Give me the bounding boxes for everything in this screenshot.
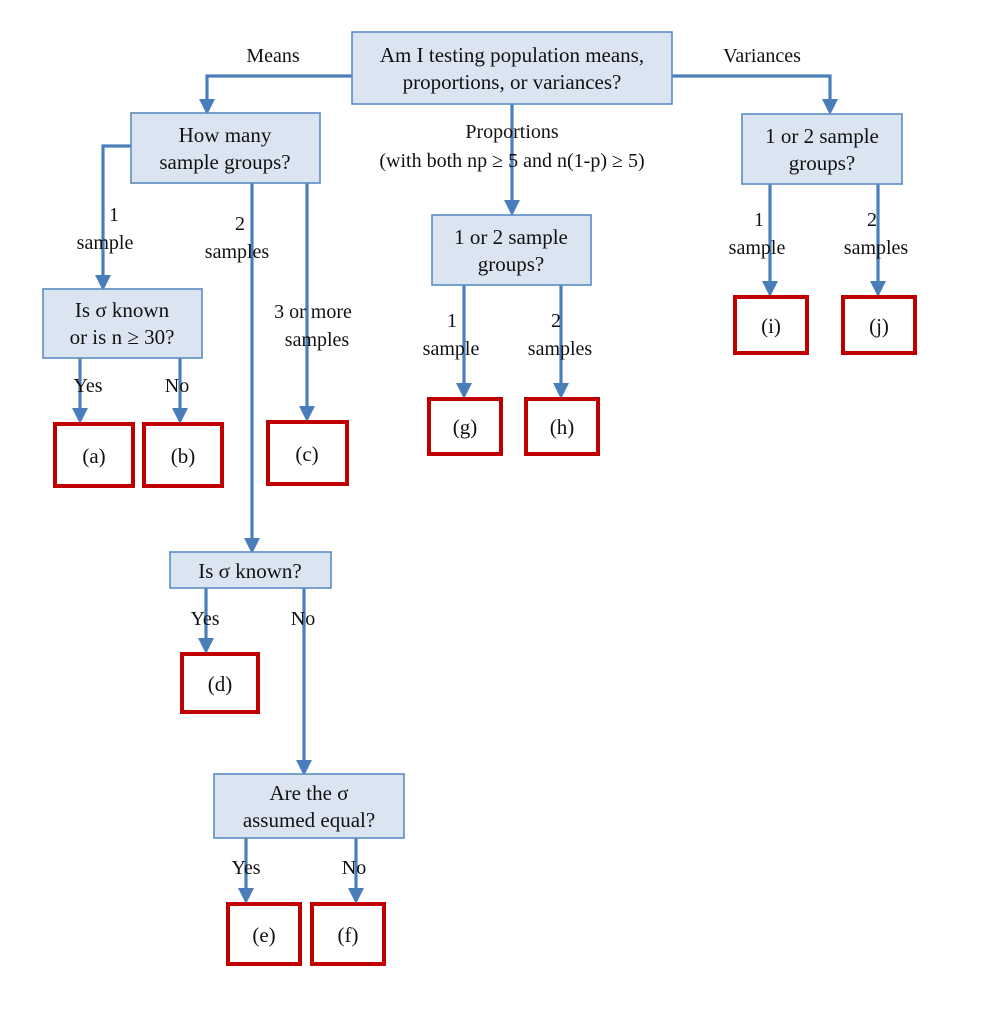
edge-label-means-3ormore-line2: samples bbox=[285, 329, 350, 351]
edge-propgroups-2samples-to-h bbox=[553, 285, 569, 399]
edge-label-means-2samples-line2: samples bbox=[205, 241, 270, 263]
edge-label-sigmaknown-yes: Yes bbox=[190, 608, 219, 630]
leaf-label-f: (f) bbox=[338, 923, 359, 947]
node-means-sample-groups[interactable]: How many sample groups? bbox=[130, 112, 321, 184]
node-root-question[interactable]: Am I testing population means, proportio… bbox=[351, 31, 673, 105]
prop-groups-line2: groups? bbox=[478, 252, 545, 276]
edge-vargroups-1sample-to-i bbox=[762, 184, 778, 297]
edge-root-to-means bbox=[199, 74, 352, 115]
edge-propgroups-1sample-to-g bbox=[456, 285, 472, 399]
edge-label-proportions-line2: (with both np ≥ 5 and n(1-p) ≥ 5) bbox=[379, 150, 644, 172]
edge-label-var-1sample-line1: 1 bbox=[754, 209, 764, 231]
leaf-node-e[interactable]: (e) bbox=[226, 902, 302, 966]
edge-label-sigmaequal-yes: Yes bbox=[231, 857, 260, 879]
edge-sigma30-yes-to-a bbox=[72, 358, 88, 424]
edge-label-variances: Variances bbox=[723, 45, 801, 67]
sigma-equal-line1: Are the σ bbox=[270, 781, 349, 805]
leaf-label-c: (c) bbox=[295, 442, 318, 466]
node-proportions-sample-groups[interactable]: 1 or 2 sample groups? bbox=[431, 214, 592, 286]
edge-label-means: Means bbox=[246, 45, 300, 67]
sigma-known-line1: Is σ known? bbox=[198, 559, 301, 583]
edge-groups-to-1sample bbox=[95, 144, 131, 291]
node-is-sigma-known-or-n30[interactable]: Is σ known or is n ≥ 30? bbox=[42, 288, 203, 359]
edge-label-var-1sample-line2: sample bbox=[729, 237, 786, 259]
edge-label-sigmaequal-no: No bbox=[342, 857, 366, 879]
leaf-label-h: (h) bbox=[550, 415, 575, 439]
edge-label-var-2samples-line2: samples bbox=[844, 237, 909, 259]
sigma-equal-line2: assumed equal? bbox=[243, 808, 375, 832]
means-groups-line1: How many bbox=[179, 123, 272, 147]
edge-label-prop-2samples-line1: 2 bbox=[551, 310, 561, 332]
leaf-label-d: (d) bbox=[208, 672, 233, 696]
root-question-line2: proportions, or variances? bbox=[403, 70, 622, 94]
edge-label-sigma30-no: No bbox=[165, 375, 189, 397]
leaf-node-i[interactable]: (i) bbox=[733, 295, 809, 355]
node-variances-sample-groups[interactable]: 1 or 2 sample groups? bbox=[741, 113, 903, 185]
leaf-node-j[interactable]: (j) bbox=[841, 295, 917, 355]
edge-label-means-3ormore-line1: 3 or more bbox=[274, 301, 352, 323]
edge-sigma30-no-to-b bbox=[172, 358, 188, 424]
node-is-sigma-known[interactable]: Is σ known? bbox=[169, 551, 332, 589]
leaf-node-g[interactable]: (g) bbox=[427, 397, 503, 456]
leaf-label-b: (b) bbox=[171, 444, 196, 468]
edge-label-prop-1sample-line2: sample bbox=[423, 338, 480, 360]
edge-label-means-1sample-line2: sample bbox=[77, 232, 134, 254]
means-groups-line2: sample groups? bbox=[159, 150, 290, 174]
sigma30-line1: Is σ known bbox=[75, 298, 170, 322]
edge-label-means-1sample-line1: 1 bbox=[109, 204, 119, 226]
edge-root-to-proportions bbox=[504, 104, 520, 216]
leaf-node-d[interactable]: (d) bbox=[180, 652, 260, 714]
root-question-line1: Am I testing population means, bbox=[380, 43, 644, 67]
edge-sigmaknown-no-to-sigmaequal bbox=[296, 588, 312, 776]
edge-vargroups-2samples-to-j bbox=[870, 184, 886, 297]
edge-label-var-2samples-line1: 2 bbox=[867, 209, 877, 231]
leaf-node-a[interactable]: (a) bbox=[53, 422, 135, 488]
leaf-label-j: (j) bbox=[869, 314, 889, 338]
leaf-node-h[interactable]: (h) bbox=[524, 397, 600, 456]
edge-label-sigma30-yes: Yes bbox=[73, 375, 102, 397]
leaf-label-i: (i) bbox=[761, 314, 781, 338]
prop-groups-line1: 1 or 2 sample bbox=[454, 225, 568, 249]
var-groups-line2: groups? bbox=[789, 151, 856, 175]
leaf-label-e: (e) bbox=[252, 923, 275, 947]
edge-sigmaknown-yes-to-d bbox=[198, 588, 214, 654]
edge-label-prop-2samples-line2: samples bbox=[528, 338, 593, 360]
var-groups-line1: 1 or 2 sample bbox=[765, 124, 879, 148]
edge-groups-to-2samples bbox=[244, 183, 260, 554]
edge-label-means-2samples-line1: 2 bbox=[235, 213, 245, 235]
edge-sigmaequal-no-to-f bbox=[348, 838, 364, 904]
leaf-node-c[interactable]: (c) bbox=[266, 420, 349, 486]
edge-label-sigmaknown-no: No bbox=[291, 608, 315, 630]
edge-groups-to-3ormore bbox=[299, 183, 315, 422]
leaf-node-f[interactable]: (f) bbox=[310, 902, 386, 966]
leaf-label-a: (a) bbox=[82, 444, 105, 468]
edge-root-to-variances bbox=[672, 74, 838, 115]
edge-label-proportions-line1: Proportions bbox=[465, 121, 559, 143]
leaf-node-b[interactable]: (b) bbox=[142, 422, 224, 488]
node-are-sigma-assumed-equal[interactable]: Are the σ assumed equal? bbox=[213, 773, 405, 839]
edge-sigmaequal-yes-to-e bbox=[238, 838, 254, 904]
edge-label-prop-1sample-line1: 1 bbox=[447, 310, 457, 332]
sigma30-line2: or is n ≥ 30? bbox=[70, 325, 175, 349]
leaf-label-g: (g) bbox=[453, 415, 478, 439]
